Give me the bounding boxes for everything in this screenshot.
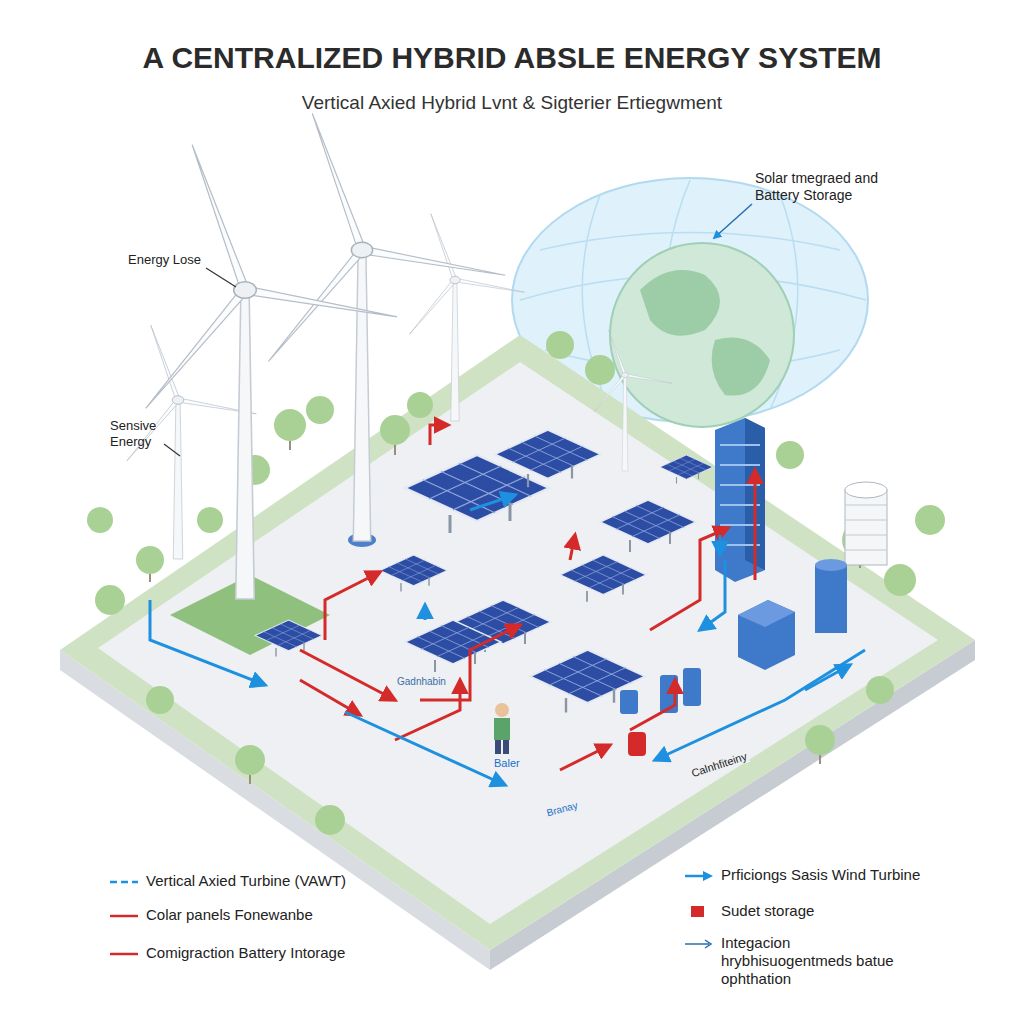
legend-line-sample	[683, 866, 715, 884]
legend-text: Integacion hrybhisuogentmeds batue ophth…	[721, 934, 921, 988]
legend-line-sample	[108, 944, 140, 962]
person-label: Baler	[492, 757, 522, 770]
callout-label: Solar tmegraed and Battery Storage	[755, 170, 920, 204]
diagram-title: A CENTRALIZED HYBRID ABSLE ENERGY SYSTEM	[0, 40, 1024, 76]
callout-label: Energy Lose	[128, 252, 201, 268]
legend-line-sample	[683, 934, 715, 952]
legend-text: Comigraction Battery Intorage	[146, 944, 345, 962]
legend-text: Prficiongs Sasis Wind Turbine	[721, 866, 920, 884]
callout-label: Sensive Energy	[110, 418, 172, 449]
legend-text: Sudet storage	[721, 902, 814, 920]
legend-swatch	[691, 906, 704, 917]
legend-text: Vertical Axied Turbine (VAWT)	[146, 872, 346, 890]
legend-line-sample	[108, 906, 140, 924]
subtitle: Vertical Axied Hybrid Lvnt & Sigterier E…	[0, 92, 1024, 115]
ground-label: Gadnhabin	[395, 676, 448, 688]
legend-text: Colar panels Fonewanbe	[146, 906, 313, 924]
legend-line-sample	[108, 872, 140, 890]
